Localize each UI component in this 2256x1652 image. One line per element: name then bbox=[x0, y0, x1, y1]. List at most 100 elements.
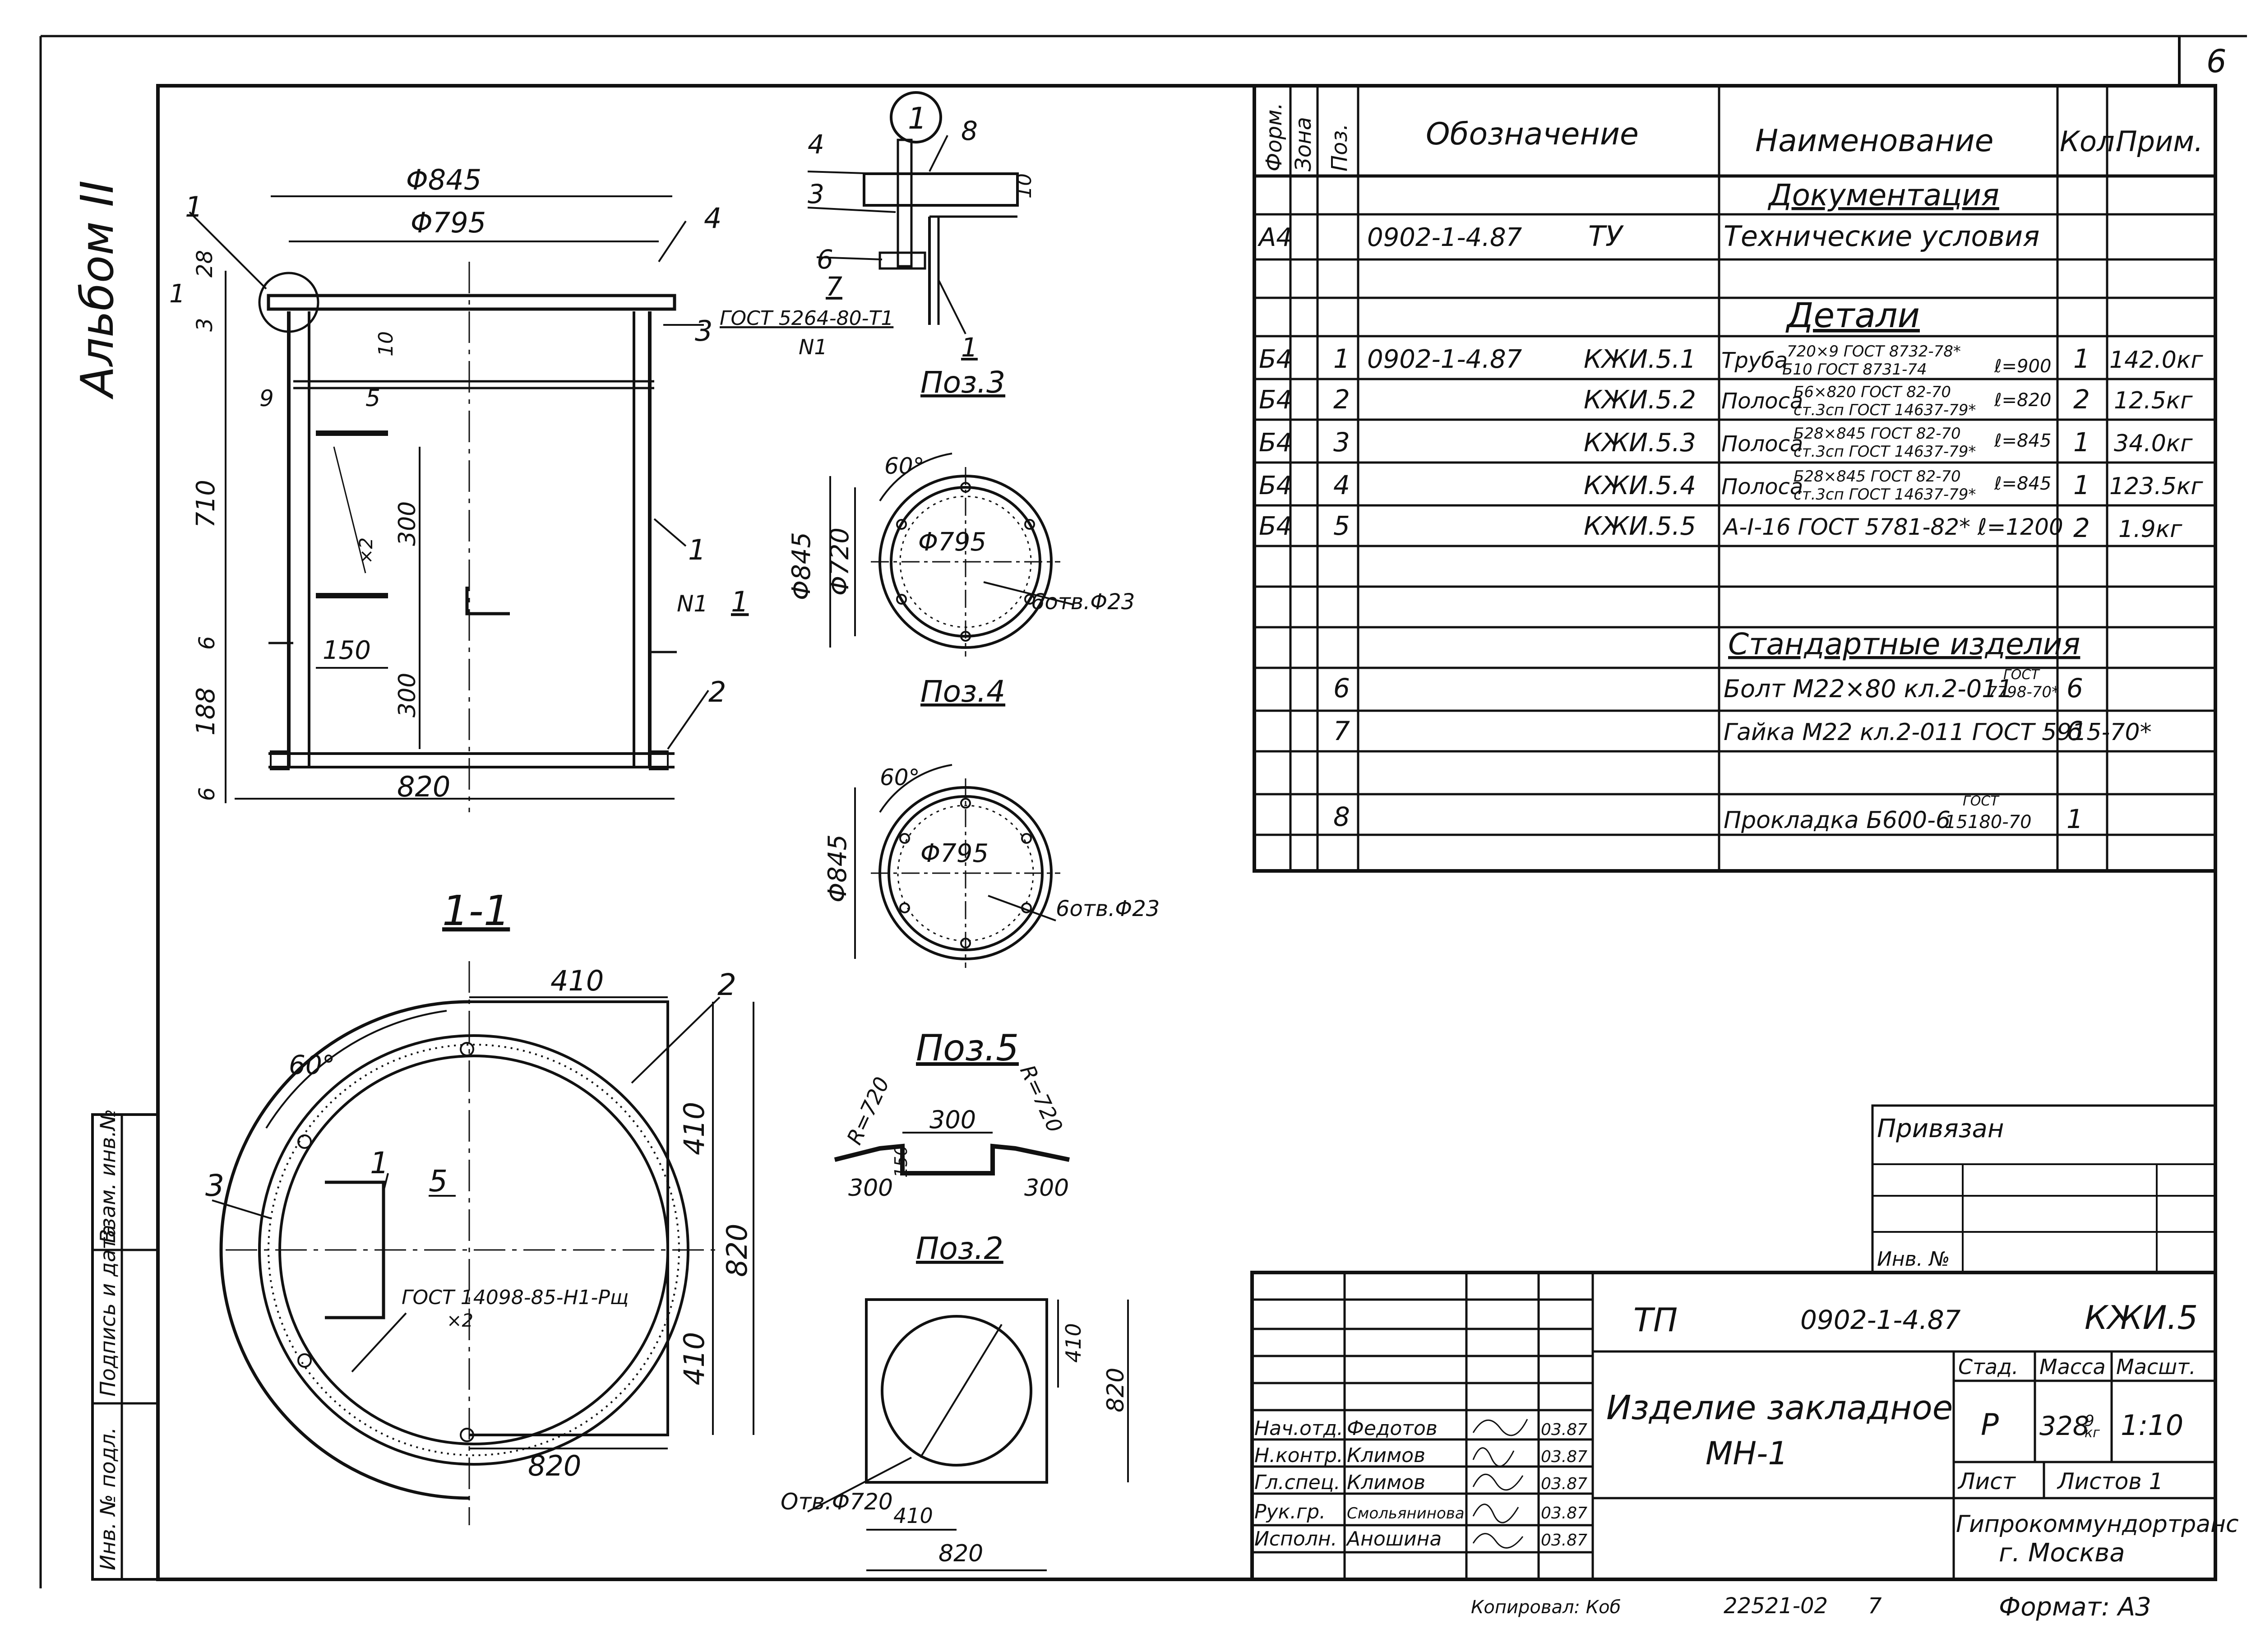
part-note: 142.0кг bbox=[2109, 347, 2203, 374]
doc-format: А4 bbox=[1257, 223, 1292, 252]
part-length: ℓ=845 bbox=[1994, 430, 2051, 451]
staff-name: Климов bbox=[1347, 1444, 1425, 1467]
dim-v410-bottom: 410 bbox=[678, 1332, 711, 1385]
ring-gasket: 60° Φ845 Φ795 6отв.Φ23 bbox=[823, 764, 1160, 968]
part-mark: КЖИ.5.5 bbox=[1584, 512, 1696, 541]
dim-d795: Φ795 bbox=[920, 839, 989, 868]
callout-2: 2 bbox=[708, 676, 726, 708]
std-name: Прокладка Б600-6 bbox=[1724, 807, 1951, 834]
org-city: г. Москва bbox=[1999, 1538, 2125, 1568]
scale-header: Масшт. bbox=[2116, 1355, 2196, 1379]
dim-300-upper: 300 bbox=[394, 501, 421, 546]
part-row: Б4 3 КЖИ.5.3 Полоса Б28×845 ГОСТ 82-70 с… bbox=[1259, 425, 2193, 461]
part-length: ℓ=845 bbox=[1994, 473, 2051, 494]
part-qty: 2 bbox=[2073, 513, 2090, 543]
pos3-detail: 1 4 3 6 7 8 1 10 Поз.3 bbox=[807, 91, 1036, 400]
pos5-left: 300 bbox=[848, 1175, 893, 1202]
part-qty: 1 bbox=[2073, 470, 2090, 500]
dim-9: 9 bbox=[259, 385, 274, 412]
staff-row: Нач.отд. Федотов 03.87 bbox=[1254, 1417, 1587, 1440]
scale-value: 1:10 bbox=[2121, 1409, 2183, 1442]
stage-value: Р bbox=[1981, 1407, 1999, 1442]
callout-3: 3 bbox=[808, 179, 824, 209]
part-mark: КЖИ.5.4 bbox=[1584, 471, 1696, 500]
header-note: Прим. bbox=[2116, 125, 2203, 158]
signature bbox=[1472, 1533, 1524, 1549]
mass-unit: кг bbox=[2085, 1425, 2100, 1441]
part-spec-top: 720×9 ГОСТ 8732-78* bbox=[1787, 342, 1961, 361]
pos5-title: Поз.5 bbox=[916, 1027, 1019, 1069]
hole-note: Отв.Φ720 bbox=[781, 1489, 893, 1515]
pos4-ring: 60° Φ845 Φ720 Φ795 6отв.Φ23 Поз.4 bbox=[787, 453, 1135, 709]
pos5-right: 300 bbox=[1024, 1175, 1069, 1202]
stage-header: Стад. bbox=[1958, 1355, 2019, 1379]
spec-table: Форм. Зона Поз. Обозначение Наименование… bbox=[1253, 84, 2217, 873]
project-mark: КЖИ.5 bbox=[2085, 1299, 2198, 1337]
part-format: Б4 bbox=[1259, 471, 1292, 500]
dim-d795: Φ795 bbox=[918, 528, 986, 557]
header-name: Наименование bbox=[1755, 123, 1993, 159]
pos5-mid: 150 bbox=[891, 1145, 911, 1178]
staff-date: 03.87 bbox=[1541, 1504, 1587, 1522]
callout-7: 7 bbox=[826, 271, 842, 302]
dim-28: 28 bbox=[192, 250, 217, 278]
std-gost-top: ГОСТ bbox=[2003, 667, 2040, 683]
part-spec-bottom: ст.3сп ГОСТ 14637-79* bbox=[1794, 401, 1976, 419]
std-pos: 8 bbox=[1333, 801, 1350, 832]
part-format: Б4 bbox=[1259, 385, 1292, 415]
dim-6-upper: 6 bbox=[194, 636, 220, 650]
header-format: Форм. bbox=[1262, 102, 1287, 171]
part-spec-top: Б6×820 ГОСТ 82-70 bbox=[1794, 383, 1951, 401]
strip-label-inventory: Инв. № подл. bbox=[96, 1427, 120, 1570]
detail-n1: N1 bbox=[799, 335, 828, 359]
staff-role: Рук.гр. bbox=[1254, 1500, 1326, 1523]
part-pos: 3 bbox=[1333, 427, 1350, 458]
weld-note: ГОСТ 14098-85-Н1-Рщ bbox=[402, 1286, 629, 1309]
dim-710: 710 bbox=[191, 480, 221, 528]
callout-4: 4 bbox=[808, 129, 824, 160]
weld-count: ×2 bbox=[356, 537, 377, 564]
std-qty: 1 bbox=[2066, 804, 2083, 834]
std-row: 7 Гайка М22 кл.2-011 ГОСТ 5915-70* 6 bbox=[1333, 716, 2152, 746]
product-name: Изделие закладное bbox=[1606, 1388, 1953, 1427]
footer-page: 7 bbox=[1868, 1593, 1882, 1619]
pos5-r-left: R=720 bbox=[842, 1073, 894, 1148]
callout-5: 5 bbox=[429, 1164, 448, 1199]
holes-note: 6отв.Φ23 bbox=[1031, 589, 1135, 615]
dim-6-lower: 6 bbox=[194, 787, 220, 801]
dim-188: 188 bbox=[191, 687, 221, 736]
staff-role: Исполн. bbox=[1254, 1527, 1337, 1550]
part-mark: КЖИ.5.1 bbox=[1584, 345, 1696, 374]
callout-1: 1 bbox=[961, 332, 978, 363]
part-length: ℓ=820 bbox=[1994, 390, 2051, 411]
staff-date: 03.87 bbox=[1541, 1448, 1587, 1466]
pos5-top: 300 bbox=[929, 1106, 976, 1134]
footer-format: Формат: А3 bbox=[1999, 1592, 2151, 1622]
left-strip: Взам. инв.№ Подпись и дата Инв. № подл. bbox=[91, 1109, 159, 1581]
std-row: 8 Прокладка Б600-6 ГОСТ 15180-70 1 bbox=[1333, 793, 2083, 834]
callout-6: 6 bbox=[817, 244, 833, 275]
staff-date: 03.87 bbox=[1541, 1531, 1587, 1550]
org-name: Гипрокоммундортранс bbox=[1956, 1511, 2239, 1538]
part-code: 0902-1-4.87 bbox=[1367, 345, 1522, 374]
part-spec-top: Б28×845 ГОСТ 82-70 bbox=[1794, 467, 1961, 486]
part-row: Б4 4 КЖИ.5.4 Полоса Б28×845 ГОСТ 82-70 с… bbox=[1259, 467, 2203, 504]
strip-label-replace: Взам. инв.№ bbox=[96, 1109, 120, 1243]
part-name: Полоса bbox=[1721, 474, 1803, 500]
footer-copied: Копировал: Коб bbox=[1471, 1597, 1621, 1618]
std-gost-top: ГОСТ bbox=[1963, 793, 2000, 809]
part-spec-bottom: ст.3сп ГОСТ 14637-79* bbox=[1794, 443, 1976, 461]
cut-mark: 1 bbox=[731, 585, 749, 618]
pos5-bar: Поз.5 300 R=720 R=720 150 300 300 bbox=[834, 1027, 1070, 1202]
part-spec-bottom: ст.3сп ГОСТ 14637-79* bbox=[1794, 486, 1976, 504]
std-gost: 15180-70 bbox=[1945, 812, 2032, 833]
signature bbox=[1472, 1419, 1528, 1436]
mass-header: Масса bbox=[2039, 1355, 2106, 1379]
callout-1: 1 bbox=[370, 1146, 389, 1180]
project-label: ТП bbox=[1633, 1301, 1678, 1339]
dim-d720: Φ720 bbox=[825, 528, 855, 596]
std-name: Гайка М22 кл.2-011 ГОСТ 5915-70* bbox=[1724, 719, 2152, 746]
header-qty: Кол. bbox=[2060, 125, 2123, 158]
pos2-plate: Поз.2 Отв.Φ720 410 820 410 820 bbox=[781, 1231, 1129, 1571]
